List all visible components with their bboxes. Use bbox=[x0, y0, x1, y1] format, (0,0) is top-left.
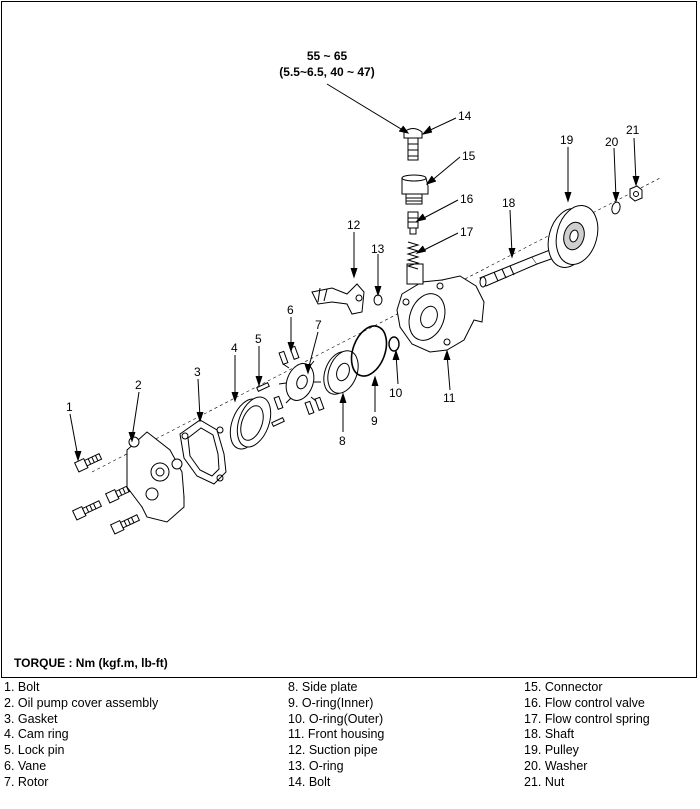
legend-item: 20. Washer bbox=[524, 758, 588, 773]
leader-lines bbox=[69, 83, 640, 462]
callout-11: 11 bbox=[443, 391, 456, 405]
gasket-part-3 bbox=[179, 419, 227, 485]
legend-item: 3. Gasket bbox=[4, 711, 58, 726]
callout-10: 10 bbox=[389, 386, 403, 400]
legend-item: 16. Flow control valve bbox=[524, 695, 645, 710]
legend-item: 6. Vane bbox=[4, 758, 47, 773]
oil-pump-exploded-view: 1 2 3 4 5 6 7 8 9 10 11 12 13 14 15 16 1… bbox=[66, 49, 663, 535]
washer-part-20 bbox=[611, 201, 621, 215]
legend-item: 2. Oil pump cover assembly bbox=[4, 695, 159, 710]
legend-item: 18. Shaft bbox=[524, 727, 575, 742]
lock-pin-part-5 bbox=[256, 381, 285, 428]
callout-1: 1 bbox=[66, 400, 73, 414]
callout-14: 14 bbox=[458, 109, 472, 123]
legend-item: 21. Nut bbox=[524, 774, 565, 789]
legend-item: 12. Suction pipe bbox=[288, 743, 378, 758]
callout-17: 17 bbox=[460, 225, 474, 239]
flow-control-spring-part-17 bbox=[406, 241, 420, 270]
callout-12: 12 bbox=[347, 218, 361, 232]
callout-4: 4 bbox=[231, 341, 238, 355]
suction-pipe-part-12 bbox=[311, 283, 365, 315]
legend-column-a: 1. Bolt 2. Oil pump cover assembly 3. Ga… bbox=[4, 680, 158, 791]
side-plate-part-8 bbox=[323, 350, 359, 395]
torque-spec-value: 55 ~ 65 bbox=[307, 49, 348, 63]
o-ring-outer-part-10 bbox=[388, 336, 400, 352]
callout-9: 9 bbox=[371, 414, 378, 428]
callout-21: 21 bbox=[626, 123, 640, 137]
legend-item: 13. O-ring bbox=[288, 758, 344, 773]
callout-19: 19 bbox=[560, 133, 574, 147]
torque-units-caption: TORQUE : Nm (kgf.m, lb-ft) bbox=[14, 656, 168, 670]
parts-legend: 1. Bolt 2. Oil pump cover assembly 3. Ga… bbox=[0, 680, 700, 809]
shaft-part-18 bbox=[479, 249, 555, 288]
callout-8: 8 bbox=[339, 434, 346, 448]
legend-column-b: 8. Side plate 9. O-ring(Inner) 10. O-rin… bbox=[288, 680, 384, 791]
connector-part-15 bbox=[401, 174, 429, 205]
legend-item: 10. O-ring(Outer) bbox=[288, 711, 384, 726]
callout-20: 20 bbox=[605, 135, 619, 149]
o-ring-inner-part-9 bbox=[350, 325, 388, 377]
callout-16: 16 bbox=[460, 192, 474, 206]
legend-item: 17. Flow control spring bbox=[524, 711, 650, 726]
callout-labels: 1 2 3 4 5 6 7 8 9 10 11 12 13 14 15 16 1… bbox=[66, 49, 640, 448]
exploded-diagram-frame: 1 2 3 4 5 6 7 8 9 10 11 12 13 14 15 16 1… bbox=[1, 1, 697, 678]
legend-item: 8. Side plate bbox=[288, 680, 358, 694]
callout-6: 6 bbox=[287, 303, 294, 317]
pulley-part-19 bbox=[547, 205, 599, 268]
legend-item: 1. Bolt bbox=[4, 680, 40, 694]
legend-item: 9. O-ring(Inner) bbox=[288, 695, 374, 710]
nut-part-21 bbox=[629, 185, 643, 202]
callout-2: 2 bbox=[135, 378, 142, 392]
legend-item: 5. Lock pin bbox=[4, 743, 65, 758]
cam-ring-part-4 bbox=[229, 396, 272, 450]
bolt-part-14 bbox=[403, 128, 423, 161]
legend-item: 7. Rotor bbox=[4, 774, 49, 789]
legend-item: 11. Front housing bbox=[288, 727, 385, 742]
callout-3: 3 bbox=[194, 365, 201, 379]
flow-control-valve-part-16 bbox=[407, 211, 419, 235]
legend-item: 14. Bolt bbox=[288, 774, 331, 789]
rotor-part-7 bbox=[278, 360, 321, 404]
legend-column-c: 15. Connector 16. Flow control valve 17.… bbox=[524, 680, 650, 791]
callout-13: 13 bbox=[371, 242, 385, 256]
oil-pump-cover-part-2 bbox=[126, 431, 185, 523]
callout-7: 7 bbox=[315, 318, 322, 332]
legend-item: 19. Pulley bbox=[524, 743, 579, 758]
callout-18: 18 bbox=[502, 196, 516, 210]
legend-item: 4. Cam ring bbox=[4, 727, 69, 742]
front-housing-part-11 bbox=[396, 263, 485, 353]
callout-5: 5 bbox=[255, 332, 262, 346]
legend-item: 15. Connector bbox=[524, 680, 603, 694]
torque-spec-units: (5.5~6.5, 40 ~ 47) bbox=[279, 65, 374, 79]
callout-15: 15 bbox=[462, 149, 476, 163]
